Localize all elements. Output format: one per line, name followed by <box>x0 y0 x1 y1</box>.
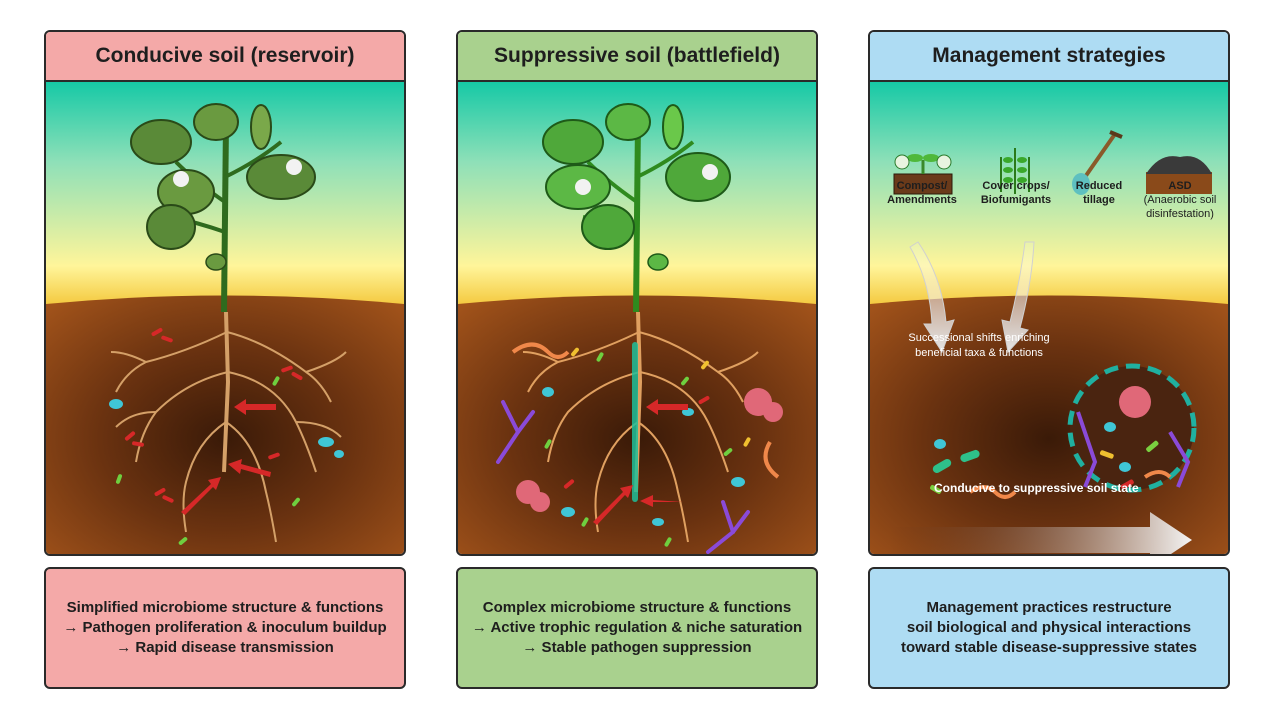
strategy-cover-crops: Cover crops/ Biofumigants <box>968 179 1064 207</box>
strategy-label: Amendments <box>887 194 957 206</box>
cover-crop-icon <box>1000 148 1030 194</box>
summary-line: toward stable disease-suppressive states <box>901 639 1197 656</box>
transition-arrow <box>890 512 1192 554</box>
successional-shift-caption: Successional shifts enriching beneficial… <box>870 331 1158 361</box>
summary-line: Complex microbiome structure & functions <box>482 599 792 616</box>
panel-title: Conducive soil (reservoir) <box>46 32 404 82</box>
strategy-label: Reduced <box>1075 180 1123 192</box>
summary-line: → Active trophic regulation & niche satu… <box>471 619 803 636</box>
strategy-label: Cover crops/ <box>982 180 1050 192</box>
transition-label: Conducive to suppressive soil state <box>934 481 1139 495</box>
caption-line: Successional shifts enriching <box>908 332 1050 344</box>
strategy-compost: Compost/ Amendments <box>874 179 970 207</box>
plant-illustration <box>130 103 316 313</box>
strategy-label: tillage <box>1083 194 1115 206</box>
root-system <box>522 311 759 543</box>
strategy-label: Compost/ <box>896 180 948 192</box>
beneficial-microbes <box>109 376 344 545</box>
management-scene <box>870 82 1228 554</box>
summary-line: → Rapid disease transmission <box>116 639 334 656</box>
root-colonizers <box>632 342 638 502</box>
tarp-soil-icon <box>1146 156 1212 194</box>
suppressive-soil-panel: Suppressive soil (battlefield) <box>456 30 818 556</box>
management-summary-box: Management practices restructure soil bi… <box>868 567 1230 689</box>
down-arrows <box>909 241 1035 354</box>
strategy-label: Biofumigants <box>980 194 1052 206</box>
suppressive-community <box>1067 363 1197 493</box>
enriched-microbes <box>930 439 1017 499</box>
protist-cluster <box>516 388 783 512</box>
strategy-sublabel: (Anaerobic soil <box>1143 194 1217 206</box>
strategy-sublabel: disinfestation) <box>1146 208 1214 220</box>
caption-line: beneficial taxa & functions <box>915 347 1043 359</box>
summary-line: → Pathogen proliferation & inoculum buil… <box>63 619 387 636</box>
suppressive-soil-scene <box>458 82 816 554</box>
conducive-summary-box: Simplified microbiome structure & functi… <box>44 567 406 689</box>
summary-line: Simplified microbiome structure & functi… <box>66 599 384 616</box>
panel-title: Management strategies <box>870 32 1228 82</box>
plant-illustration <box>542 103 731 313</box>
fungal-hyphae <box>496 400 750 554</box>
mixed-microbes <box>511 342 780 547</box>
compost-icon <box>893 154 953 195</box>
summary-line: Management practices restructure <box>926 599 1172 616</box>
suppressed-pathogens <box>563 396 710 525</box>
root-system <box>110 311 347 543</box>
suppressive-summary-box: Complex microbiome structure & functions… <box>456 567 818 689</box>
infection-arrows <box>181 399 276 515</box>
management-strategies-panel: Management strategies <box>868 30 1230 556</box>
pathogen-cluster <box>124 328 303 503</box>
conducive-soil-scene <box>46 82 404 554</box>
strategy-label: ASD <box>1168 180 1192 192</box>
summary-line: soil biological and physical interaction… <box>906 619 1192 636</box>
strategy-reduced-tillage: Reduced tillage <box>1056 179 1142 207</box>
shovel-icon <box>1072 130 1123 195</box>
panel-title: Suppressive soil (battlefield) <box>458 32 816 82</box>
summary-line: → Stable pathogen suppression <box>522 639 752 656</box>
conducive-soil-panel: Conducive soil (reservoir) <box>44 30 406 556</box>
strategy-asd: ASD (Anaerobic soil disinfestation) <box>1132 179 1228 221</box>
